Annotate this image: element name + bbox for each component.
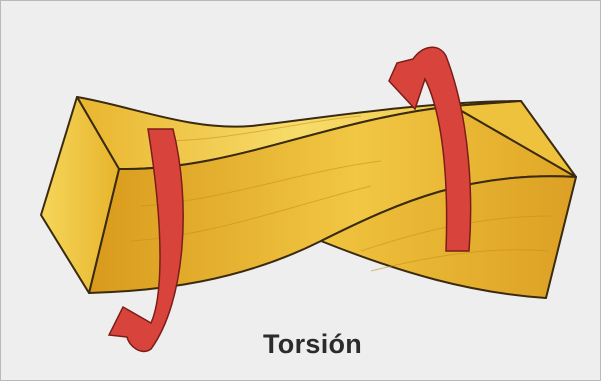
caption-label: Torsión bbox=[263, 329, 362, 360]
twisted-bar bbox=[41, 97, 576, 298]
